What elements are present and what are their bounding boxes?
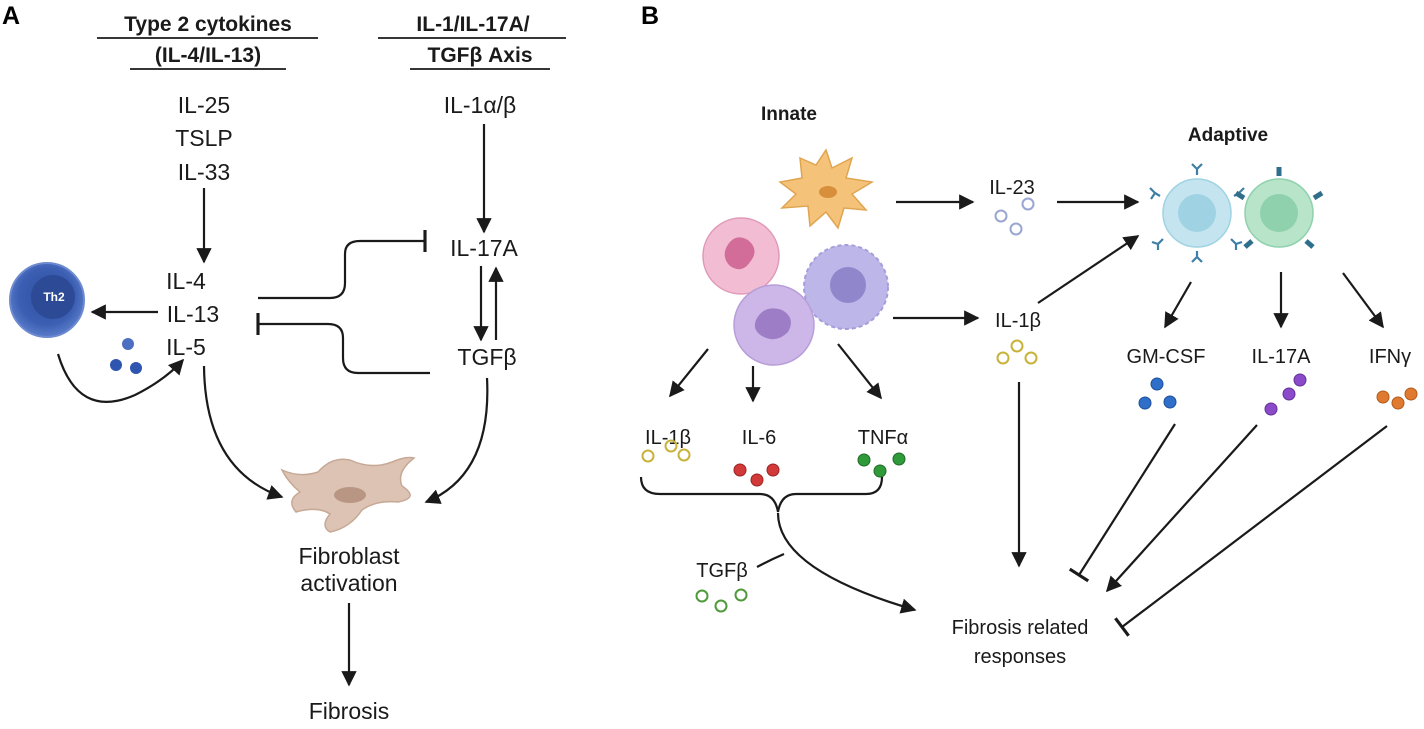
il6-label: IL-6 bbox=[742, 427, 776, 449]
macrophage-cell bbox=[803, 244, 889, 330]
innate-cytokine-brace bbox=[639, 476, 884, 513]
il1b-low-label: IL-1β bbox=[645, 427, 691, 449]
il25-label: IL-25 bbox=[178, 92, 230, 118]
arrow-il5-to-fibroblast bbox=[202, 365, 284, 500]
panel-b-letter: B bbox=[641, 2, 659, 30]
type2-header-line2: (IL-4/IL-13) bbox=[155, 44, 261, 67]
t-cell-1 bbox=[1149, 163, 1245, 263]
arrow-tcell-to-gmcsf bbox=[1164, 281, 1192, 329]
inhibit-gmcsf-to-fibrosis bbox=[1068, 423, 1176, 583]
panel-a-letter: A bbox=[2, 2, 20, 30]
il1b-low-dots bbox=[641, 439, 691, 463]
fibroblast-activation-line2: activation bbox=[300, 570, 397, 596]
adaptive-label: Adaptive bbox=[1188, 125, 1268, 146]
il23-label: IL-23 bbox=[989, 177, 1035, 199]
dendritic-cell bbox=[778, 148, 875, 230]
th2-label: Th2 bbox=[43, 290, 65, 304]
t-cell-2 bbox=[1234, 167, 1324, 249]
inhibit-il13-to-il17a bbox=[258, 230, 427, 300]
fibrosis-responses-line1: Fibrosis related bbox=[952, 617, 1089, 639]
tslp-label: TSLP bbox=[175, 125, 233, 151]
tgfb-label-a: TGFβ bbox=[457, 344, 516, 370]
arrow-il1b-to-tcells bbox=[1037, 235, 1140, 304]
tnfa-label: TNFα bbox=[858, 427, 908, 449]
arrow-innate-cytokines-to-fibrosis bbox=[776, 512, 917, 614]
il1b-mid-label: IL-1β bbox=[995, 310, 1041, 332]
arrow-innate-to-tnfa bbox=[837, 343, 882, 400]
il23-dots bbox=[994, 197, 1035, 236]
arrow-th2-to-il5 bbox=[56, 353, 185, 403]
il6-dots bbox=[733, 463, 780, 487]
tnfa-dots bbox=[857, 452, 906, 478]
il33-label: IL-33 bbox=[178, 159, 230, 185]
il13-label: IL-13 bbox=[167, 301, 219, 327]
neutrophil-cell bbox=[702, 217, 780, 295]
fibroblast-cell bbox=[280, 456, 416, 533]
type2-header-line1: Type 2 cytokines bbox=[124, 13, 292, 36]
il1-axis-header-line1: IL-1/IL-17A/ bbox=[416, 13, 529, 36]
fibroblast-activation-line1: Fibroblast bbox=[299, 543, 401, 569]
th2-cell: Th2 bbox=[9, 262, 85, 338]
il17a-dots bbox=[1264, 373, 1307, 416]
arrow-tcell-to-ifng bbox=[1342, 272, 1384, 329]
tgfb-inhibits-pathway bbox=[756, 552, 785, 568]
arrow-tgfb-to-fibroblast bbox=[424, 377, 489, 504]
il17a-label-a: IL-17A bbox=[450, 235, 518, 261]
gmcsf-dots bbox=[1138, 377, 1177, 410]
il1b-mid-dots bbox=[996, 339, 1038, 365]
ifng-label: IFNγ bbox=[1369, 346, 1411, 368]
inhibit-ifng-to-fibrosis bbox=[1114, 425, 1388, 637]
il1-axis-header-line2: TGFβ Axis bbox=[428, 44, 533, 67]
il1ab-label: IL-1α/β bbox=[444, 92, 517, 118]
il17a-label-b: IL-17A bbox=[1252, 346, 1312, 368]
il5-label: IL-5 bbox=[166, 334, 206, 360]
inhibit-tgfb-to-il13 bbox=[256, 313, 430, 375]
tgfb-label-b: TGFβ bbox=[696, 560, 748, 582]
arrow-il17a-to-fibrosis bbox=[1105, 424, 1258, 593]
monocyte-cell bbox=[733, 284, 815, 366]
fibrosis-label: Fibrosis bbox=[309, 698, 390, 724]
innate-label: Innate bbox=[761, 104, 817, 125]
ifng-dots bbox=[1376, 387, 1418, 410]
il4-label: IL-4 bbox=[166, 268, 206, 294]
fibrosis-responses-line2: responses bbox=[974, 646, 1066, 668]
il5-cytokine-dots bbox=[110, 338, 142, 374]
tgfb-dots bbox=[695, 588, 748, 613]
gmcsf-label: GM-CSF bbox=[1127, 346, 1206, 368]
arrow-innate-to-il1b-low bbox=[669, 348, 709, 398]
